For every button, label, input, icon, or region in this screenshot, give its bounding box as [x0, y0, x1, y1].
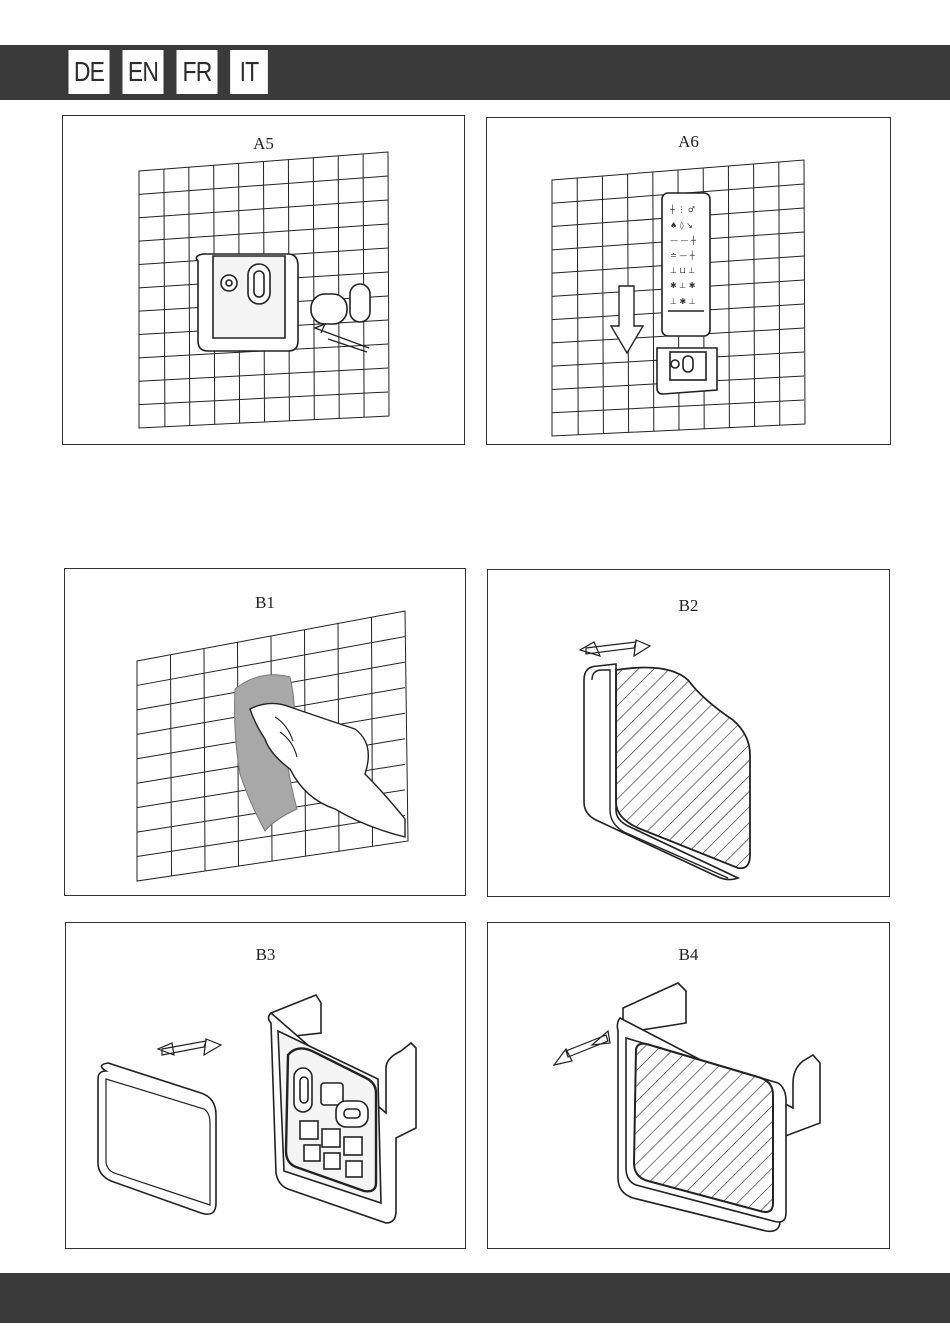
panel-a6: A6 ┼ ⋮ ♂ ♠ ◊ ↘ — — ┼ ≐ — ┼ ⊥ ⊔ ⊥ ✱ ⊥ ✱ ⊥… — [486, 117, 891, 445]
header-bar: DE EN FR IT — [0, 45, 950, 100]
peel-backing-illustration — [66, 923, 467, 1250]
svg-text:┼ ⋮ ♂: ┼ ⋮ ♂ — [669, 204, 695, 214]
tile-grid-line — [602, 176, 603, 434]
footer-bar — [0, 1273, 950, 1323]
tile-grid-line — [577, 178, 578, 435]
tile-grid-line — [779, 162, 780, 425]
language-de[interactable]: DE — [69, 50, 110, 94]
panel-b4: B4 — [487, 922, 890, 1249]
svg-text:⊥ ✱ ⊥: ⊥ ✱ ⊥ — [670, 297, 696, 306]
svg-text:⊥ ⊔ ⊥: ⊥ ⊔ ⊥ — [670, 266, 695, 275]
press-holder-to-wall-illustration — [488, 923, 891, 1250]
tile-grid-line — [164, 169, 165, 427]
svg-text:— — ┼: — — ┼ — [670, 235, 696, 245]
tile-grid-line — [338, 156, 339, 419]
tile-grid-line — [139, 368, 388, 381]
svg-text:♠ ◊ ↘: ♠ ◊ ↘ — [670, 221, 693, 230]
wall-cleaning-illustration — [65, 569, 467, 897]
language-fr[interactable]: FR — [177, 50, 218, 94]
svg-text:✱ ⊥ ✱: ✱ ⊥ ✱ — [670, 281, 696, 290]
language-it[interactable]: IT — [230, 50, 268, 94]
tile-grid-line — [189, 167, 190, 425]
wall-holder-mount-illustration — [63, 116, 466, 446]
panel-b2: B2 — [487, 569, 890, 897]
tile-grid-line — [204, 649, 205, 872]
panel-a5: A5 — [62, 115, 465, 445]
language-en[interactable]: EN — [123, 50, 164, 94]
tile-grid-line — [552, 400, 804, 413]
tile-grid-line — [139, 392, 388, 405]
remote-into-holder-illustration: ┼ ⋮ ♂ ♠ ◊ ↘ — — ┼ ≐ — ┼ ⊥ ⊔ ⊥ ✱ ⊥ ✱ ⊥ ✱ … — [487, 118, 892, 446]
panel-b3: B3 — [65, 922, 466, 1249]
tile-grid-line — [171, 655, 172, 876]
tile-grid-line — [728, 166, 729, 428]
remove-adhesive-film-illustration — [488, 570, 891, 898]
panel-b1: B1 — [64, 568, 466, 896]
tile-grid-line — [653, 172, 654, 431]
tile-grid-line — [313, 158, 314, 420]
tile-grid-line — [754, 164, 755, 426]
svg-text:≐ — ┼: ≐ — ┼ — [670, 250, 695, 260]
